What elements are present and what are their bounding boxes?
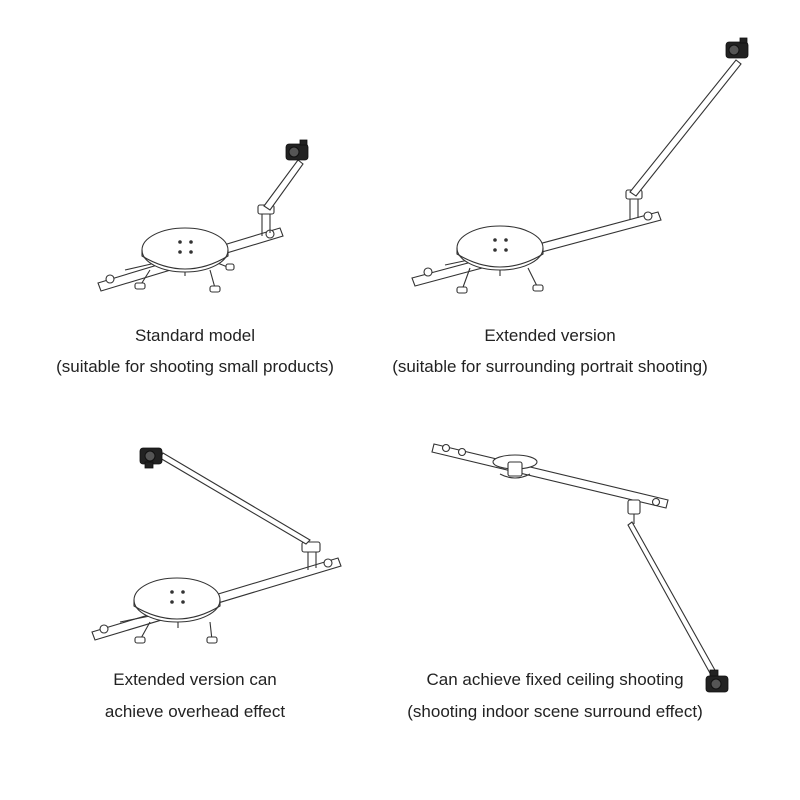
ceiling-rig-illustration xyxy=(431,443,729,693)
panel-extended-version: Extended version (suitable for surroundi… xyxy=(392,0,800,400)
panel-standard-model: Standard model (suitable for shooting sm… xyxy=(0,0,400,400)
caption-title: Extended version can xyxy=(113,670,277,689)
camera-icon xyxy=(725,37,749,59)
caption-subtitle: (suitable for shooting small products) xyxy=(56,357,334,376)
caption-title: Standard model xyxy=(134,326,256,345)
camera-icon xyxy=(139,447,163,469)
caption-title-text: Can achieve fixed ceiling shooting xyxy=(426,670,684,689)
caption-subtitle: (suitable for surrounding portrait shoot… xyxy=(392,357,708,376)
standard-rig-illustration xyxy=(97,139,309,293)
caption-title: Extended version xyxy=(484,326,616,345)
panel-ceiling-shooting: Can achieve fixed ceiling shooting (shoo… xyxy=(400,400,800,800)
panel-overhead-effect: Extended version can achieve overhead ef… xyxy=(0,400,400,800)
camera-icon xyxy=(705,669,729,693)
caption-subtitle-text: (shooting indoor scene surround effect) xyxy=(407,702,703,721)
camera-icon xyxy=(285,139,309,161)
overhead-rig-illustration xyxy=(91,447,342,644)
caption-subtitle: achieve overhead effect xyxy=(104,702,286,721)
extended-rig-illustration xyxy=(411,37,749,294)
